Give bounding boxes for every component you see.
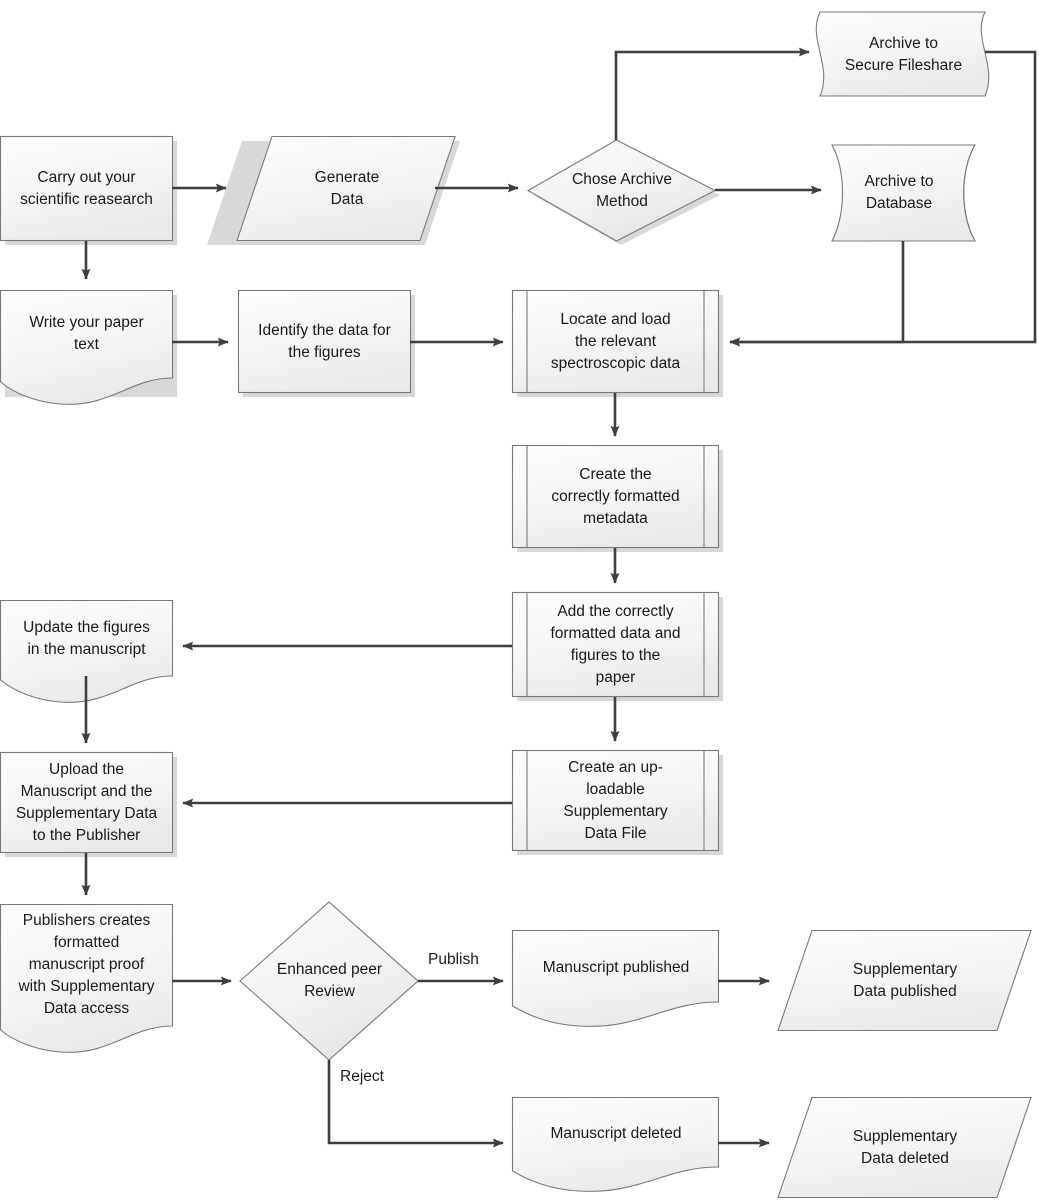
edge-database-to-locate	[729, 241, 905, 347]
edge-decision-to-fileshare	[614, 47, 810, 140]
edge-label-reject: Reject	[340, 1068, 384, 1085]
node-supp-data-deleted[interactable]	[777, 1096, 1032, 1199]
connector-lines	[81, 47, 1037, 1148]
edge-label-publish: Publish	[428, 951, 479, 968]
node-create-metadata[interactable]	[511, 444, 720, 549]
node-carry-out-research[interactable]	[0, 135, 174, 242]
node-generate-data[interactable]	[236, 135, 456, 242]
node-publisher-proof[interactable]	[0, 903, 174, 1053]
node-archive-database[interactable]	[831, 144, 976, 242]
edge-review-to-deleted	[327, 1060, 504, 1148]
node-upload-to-publisher[interactable]	[0, 751, 174, 854]
node-supp-data-published[interactable]	[777, 929, 1032, 1032]
node-archive-fileshare[interactable]	[815, 11, 990, 97]
node-update-figures[interactable]	[0, 599, 174, 703]
node-peer-review[interactable]	[239, 901, 419, 1061]
node-identify-data[interactable]	[237, 289, 412, 394]
node-chose-archive-method[interactable]	[526, 139, 717, 242]
node-locate-load-data[interactable]	[511, 289, 720, 394]
database-cap	[963, 144, 976, 242]
node-write-paper-text[interactable]	[0, 289, 174, 405]
node-manuscript-deleted[interactable]	[511, 1096, 720, 1192]
node-manuscript-published[interactable]	[511, 929, 720, 1027]
node-create-supp-file[interactable]	[511, 749, 720, 852]
node-add-data-figures[interactable]	[511, 591, 720, 698]
